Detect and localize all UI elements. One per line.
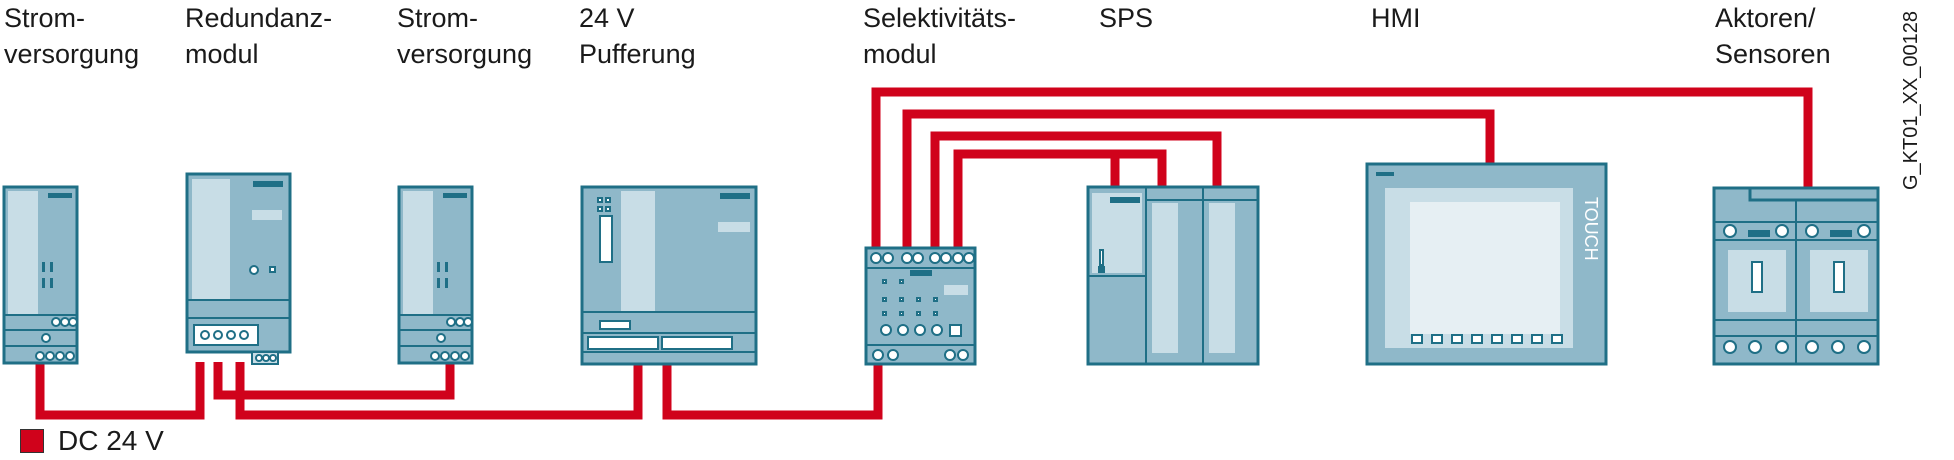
legend: DC 24 V [20,425,164,457]
label-buffer-24v: 24 V Pufferung [579,3,696,69]
power-supply-1 [2,185,79,365]
label-actuators-sensors: Aktoren/ Sensoren [1715,3,1831,69]
wire-redundancy-to-buffer [235,362,643,420]
redundancy-module [185,172,292,365]
label-plc: SPS [1099,3,1154,33]
hmi-touch-text: TOUCH [1581,197,1601,261]
buffer-module [580,185,758,366]
label-selectivity-module: Selektivitäts- modul [863,3,1017,69]
legend-text: DC 24 V [58,425,164,456]
selectivity-module [864,246,977,366]
actuators-sensors [1712,186,1880,366]
label-hmi: HMI [1371,3,1421,33]
wires [35,87,1813,420]
wire-plc-bridge [1110,149,1162,188]
wire-selectivity-to-hmi [902,109,1495,248]
hmi-function-keys [1411,334,1563,344]
wire-selectivity-to-plc-b [930,131,1222,248]
wire-selectivity-to-actuators [871,87,1813,248]
wire-redundancy-to-ps2 [213,362,455,400]
label-redundancy-module: Redundanz- modul [185,3,333,69]
wire-ps1-to-redundancy [35,362,205,420]
wire-selectivity-to-plc-a [953,149,1167,248]
label-power-supply-1: Strom- versorgung [4,3,140,69]
power-supply-2 [397,185,474,365]
wire-buffer-to-selectivity [662,362,883,420]
hmi: TOUCH [1365,162,1608,366]
legend-swatch [20,429,44,453]
label-power-supply-2: Strom- versorgung [397,3,533,69]
plc [1086,185,1260,366]
